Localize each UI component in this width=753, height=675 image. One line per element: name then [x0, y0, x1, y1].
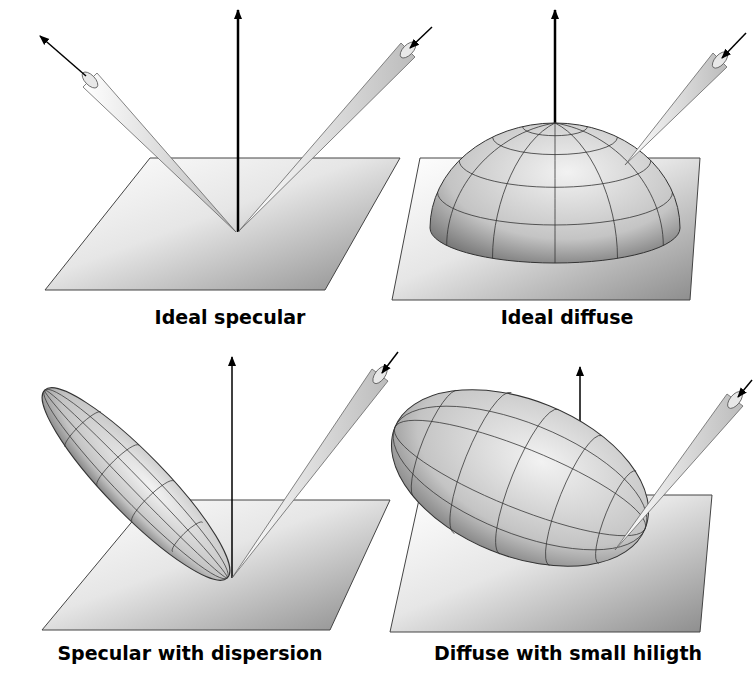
incident-arrow: [722, 33, 746, 58]
panel-caption: Ideal diffuse: [501, 306, 634, 329]
hemisphere-grid: [438, 123, 673, 263]
incident-beam: [238, 43, 415, 232]
normal-arrow: [554, 10, 557, 123]
surface-plane: [45, 158, 400, 290]
normal-arrow: [231, 357, 233, 578]
incident-beam: [232, 369, 388, 578]
specular-dispersion-figure: [23, 352, 398, 630]
incident-arrow: [410, 27, 432, 48]
reflected-beam: [83, 73, 236, 232]
ideal-diffuse-figure: [392, 10, 746, 300]
diffuse-lobe: [366, 355, 675, 601]
panel-caption: Specular with dispersion: [57, 642, 322, 665]
reflected-arrow: [40, 36, 86, 76]
incident-beam: [625, 53, 727, 165]
normal-arrow: [237, 10, 240, 232]
incident-arrow: [382, 352, 398, 373]
incident-beam: [615, 394, 743, 550]
ideal-specular-figure: [40, 10, 432, 290]
incident-arrow: [738, 380, 752, 397]
panel-caption: Ideal specular: [155, 306, 306, 329]
specular-lobe: [23, 369, 249, 599]
panel-caption: Diffuse with small hiligth: [434, 642, 702, 665]
diffuse-highlight-figure: [366, 355, 752, 632]
